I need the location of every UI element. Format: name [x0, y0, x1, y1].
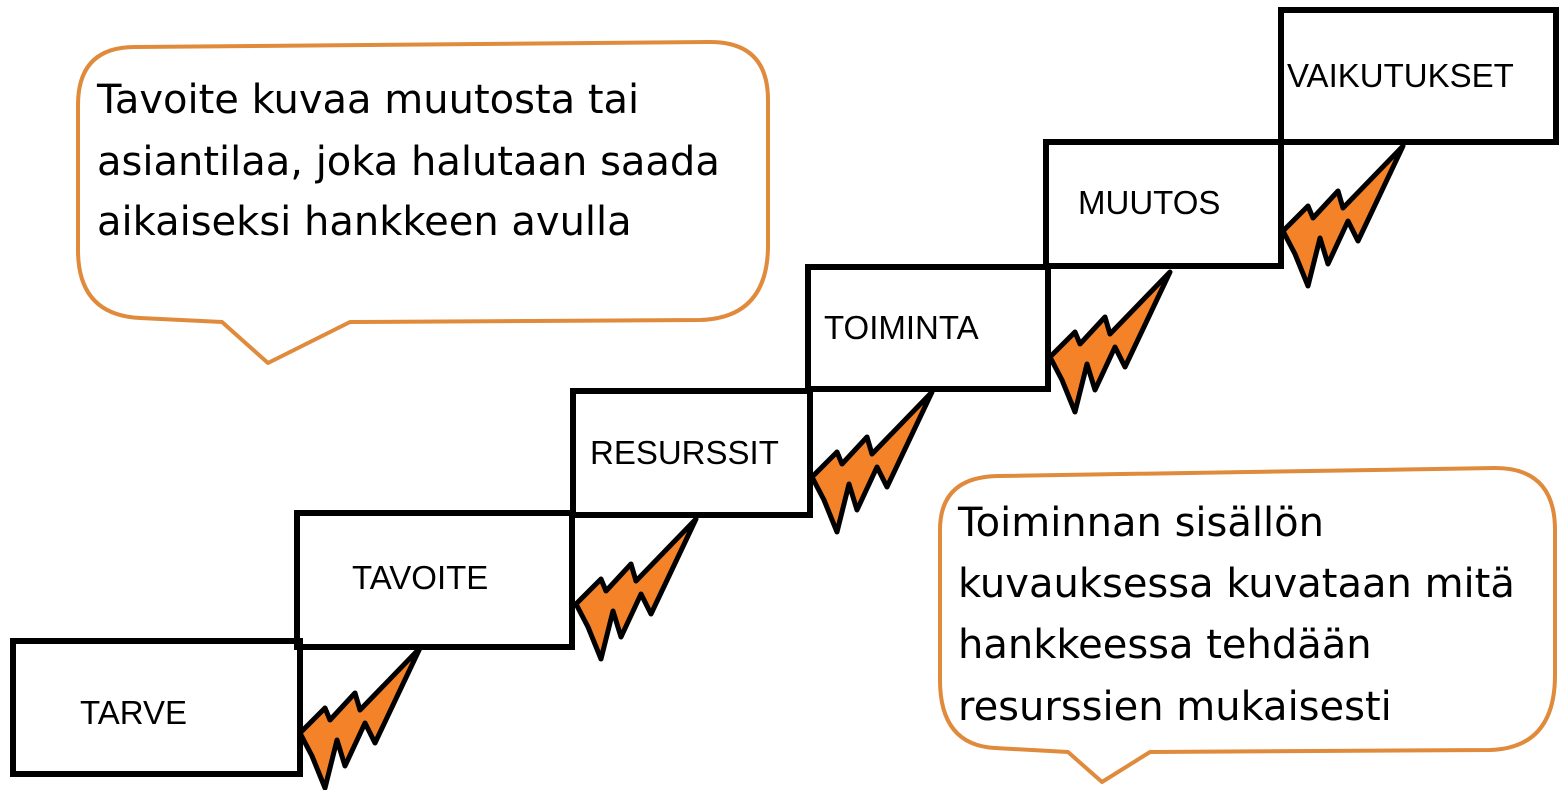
step-box-resurssit [570, 388, 813, 518]
goal-text-line-2: asiantilaa, joka halutaan saada [97, 139, 720, 185]
speech-bubble-content: Toiminnan sisällön kuvauksessa kuvataan … [938, 466, 1557, 784]
lightning-bolt-icon [1283, 146, 1403, 286]
step-label-tarve: TARVE [80, 694, 187, 731]
lightning-bolt-icon [812, 392, 932, 532]
step-label-resurssit: RESURSSIT [590, 434, 779, 471]
step-label-vaikutukset: VAIKUTUKSET [1287, 57, 1514, 94]
lightning-bolt-icon [300, 648, 420, 788]
speech-bubble-content-shape [938, 466, 1557, 784]
lightning-bolt-icon [1050, 272, 1170, 412]
goal-text-line-1: Tavoite kuvaa muutosta tai [96, 77, 639, 123]
step-label-toiminta: TOIMINTA [824, 309, 979, 346]
speech-bubble-goal-shape [76, 40, 770, 365]
step-label-tavoite: TAVOITE [352, 559, 488, 596]
step-label-muutos: MUUTOS [1078, 184, 1220, 221]
content-text-line-3: hankkeessa tehdään [958, 622, 1372, 668]
content-text-line-1: Toiminnan sisällön [957, 500, 1324, 546]
step-box-tavoite [294, 510, 575, 650]
content-text-line-2: kuvauksessa kuvataan mitä [958, 561, 1515, 607]
step-boxes [10, 7, 1559, 777]
content-text-line-4: resurssien mukaisesti [958, 684, 1392, 730]
step-box-tarve [10, 638, 303, 777]
lightning-bolt-icon [576, 519, 696, 659]
step-box-vaikutukset [1278, 7, 1559, 145]
step-box-muutos [1043, 139, 1284, 269]
goal-text-line-3: aikaiseksi hankkeen avulla [97, 199, 632, 245]
step-box-toiminta [805, 264, 1051, 392]
speech-bubble-goal: Tavoite kuvaa muutosta tai asiantilaa, j… [76, 40, 770, 365]
